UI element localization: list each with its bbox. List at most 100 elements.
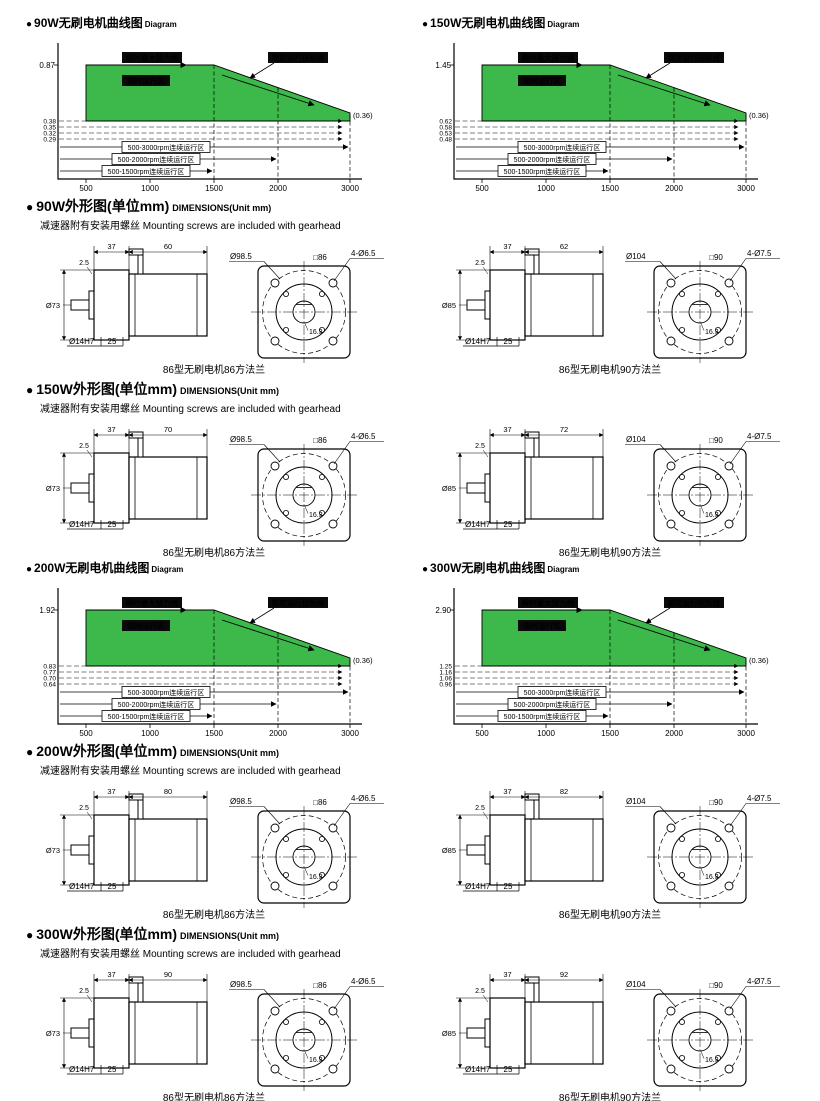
section-title: ● 200W外形图(单位mm) DIMENSIONS(Unit mm) (16, 741, 808, 761)
drawing-caption: 86型无刷电机86方法兰 (162, 548, 266, 559)
flange-square-dim: □90 (709, 981, 723, 990)
keyway-height-dim: 16.3 (309, 329, 323, 336)
rated-torque-lines (455, 118, 739, 142)
mount-holes-dim: 4-Ø6.5 (351, 977, 376, 986)
keyway-height-dim: 16.3 (309, 512, 323, 519)
peak-torque-line-label: 瞬时最大扭力线 (126, 598, 179, 608)
peak-torque-label-box (518, 52, 578, 63)
y-tick: 0.32 (43, 130, 56, 137)
drawing-caption: 86型无刷电机90方法兰 (558, 910, 662, 921)
zone1-label: 500-3000rpm连续运行区 (128, 688, 205, 697)
dimension-section: ● 90W外形图(单位mm) DIMENSIONS(Unit mm) 减速器附有… (16, 196, 808, 376)
x-axis-tick-marks (481, 724, 747, 728)
speed-grid-dashed-lines (213, 65, 351, 179)
keyway-height-dim: 16.3 (309, 1057, 323, 1064)
diameter-dimension-lines (60, 452, 94, 524)
mount-holes-dim: 4-Ø7.5 (747, 249, 772, 258)
chart-title: ● 150W无刷电机曲线图 Diagram (412, 14, 808, 31)
y-tick: 0.96 (439, 681, 452, 688)
x-tick: 500 (79, 729, 93, 738)
drawing-caption: 86型无刷电机90方法兰 (558, 365, 662, 376)
drawings-row: 37 60 2.5 Ø73 Ø14H7 25 Ø98.5 □86 (16, 234, 808, 376)
dimension-section: ● 200W外形图(单位mm) DIMENSIONS(Unit mm) 减速器附… (16, 741, 808, 921)
length-dimension-lines (93, 791, 208, 819)
short-time-zone-label: 短时运行区 (523, 76, 561, 86)
motor-side-view: 37 90 2.5 Ø73 Ø14H7 25 (46, 970, 208, 1075)
bolt-circle-dim: Ø98.5 (230, 980, 252, 989)
keyway-leader (304, 506, 309, 514)
gearhead-screws (283, 1019, 326, 1062)
motor-length-dim: 80 (164, 787, 172, 796)
chart-title-en: Diagram (151, 565, 184, 574)
section-title: ● 150W外形图(单位mm) DIMENSIONS(Unit mm) (16, 379, 808, 399)
flange-square-dim: □86 (313, 253, 327, 262)
peak-torque-label-box (122, 52, 182, 63)
bolt-circle (262, 270, 346, 354)
y-tick: 0.53 (439, 130, 452, 137)
motor-front-view: Ø98.5 □86 4-Ø6.5 16.3 (229, 977, 384, 1091)
y-tick: 0.58 (439, 124, 452, 131)
chart-block: ● 200W无刷电机曲线图 Diagram 瞬时最大扭力线 额定运行扭矩线 短时… (16, 559, 412, 738)
gearhead-length-dim: 37 (107, 242, 115, 251)
zone3-label-box (101, 165, 191, 177)
chart-title-en: Diagram (547, 20, 580, 29)
diameter-dimension-lines (60, 814, 94, 886)
gearhead-length-dim: 37 (503, 787, 511, 796)
section-note-en: Mounting screws are included with gearhe… (142, 766, 341, 777)
section-title-en: DIMENSIONS(Unit mm) (180, 931, 280, 941)
diameter-dimension-lines (60, 269, 94, 341)
short-zone-label-box (122, 620, 170, 631)
mount-holes-leader (333, 803, 384, 827)
drawings-row: 37 90 2.5 Ø73 Ø14H7 25 Ø98.5 □86 (16, 962, 808, 1101)
motor-front-view: Ø98.5 □86 4-Ø6.5 16.3 (229, 794, 384, 908)
x-tick: 1000 (141, 184, 159, 193)
flange-square-dim: □90 (709, 798, 723, 807)
flange-square-dim: □86 (313, 981, 327, 990)
pilot-boss-circle (275, 283, 333, 341)
y-tick: 1.06 (439, 675, 452, 682)
peak-torque-line-label: 瞬时最大扭力线 (522, 53, 575, 63)
bullet-icon: ● (26, 928, 34, 942)
x-tick: 2000 (269, 184, 287, 193)
bullet-icon: ● (26, 200, 34, 214)
mount-holes-leader (729, 803, 780, 827)
step-leader (86, 811, 93, 820)
short-time-operation-region (85, 609, 351, 667)
zone1-label: 500-3000rpm连续运行区 (524, 143, 601, 152)
zone3-label: 500-1500rpm连续运行区 (108, 712, 185, 721)
speed-grid-dashed-lines (609, 610, 747, 724)
curve-end-value: (0.36) (749, 111, 769, 120)
section-note-en: Mounting screws are included with gearhe… (142, 949, 341, 960)
y-tick: 1.25 (439, 663, 452, 670)
center-lines (647, 261, 753, 363)
section-title-en: DIMENSIONS(Unit mm) (180, 748, 280, 758)
zone2-label: 500-2000rpm连续运行区 (514, 700, 591, 709)
x-tick: 2000 (665, 729, 683, 738)
rated-torque-line-label: 额定运行扭矩线 (668, 53, 721, 63)
charts-row: ● 200W无刷电机曲线图 Diagram 瞬时最大扭力线 额定运行扭矩线 短时… (16, 559, 808, 738)
flange-square-dim: □86 (313, 798, 327, 807)
torque-speed-chart: 瞬时最大扭力线 额定运行扭矩线 短时运行区 500-3000rpm连续运行区 5… (435, 588, 769, 738)
short-time-zone-label: 短时运行区 (127, 76, 165, 86)
y-tick: 0.64 (43, 681, 56, 688)
y-tick: 0.38 (43, 118, 56, 125)
dimension-section: ● 300W外形图(单位mm) DIMENSIONS(Unit mm) 减速器附… (16, 924, 808, 1101)
shaft-diameter-dim: Ø14H7 (465, 520, 491, 529)
center-lines (647, 989, 753, 1091)
chart-axes (453, 43, 758, 180)
curve-end-value: (0.36) (353, 656, 373, 665)
peak-torque-line-label: 瞬时最大扭力线 (522, 598, 575, 608)
shaft-spec-box (67, 1065, 124, 1075)
rated-torque-lines (59, 663, 343, 687)
step-leader (482, 449, 489, 458)
motor-front-view: Ø104 □90 4-Ø7.5 16.3 (625, 249, 780, 363)
torque-speed-chart: 瞬时最大扭力线 额定运行扭矩线 短时运行区 500-3000rpm连续运行区 5… (39, 43, 373, 193)
y-tick: 1.16 (439, 669, 452, 676)
drawing-caption: 86型无刷电机90方法兰 (558, 548, 662, 559)
y-tick: 0.83 (43, 663, 56, 670)
section-title-en: DIMENSIONS(Unit mm) (172, 203, 272, 213)
dimension-drawing: 37 72 2.5 Ø85 Ø14H7 25 Ø104 □90 4 (412, 417, 808, 559)
short-time-zone-label: 短时运行区 (127, 621, 165, 631)
shaft-length-dim: 25 (108, 1065, 117, 1074)
section-title-zh: 200W外形图(单位mm) (36, 743, 178, 759)
